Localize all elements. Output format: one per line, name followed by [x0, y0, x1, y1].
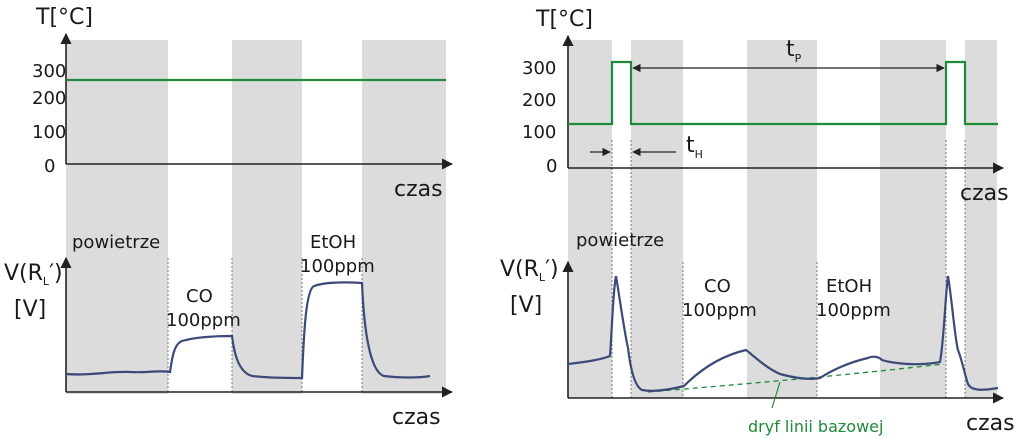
- left-signal-axis-unit: [V]: [14, 297, 46, 322]
- right-signal-axis-label: V(RL′): [500, 257, 559, 284]
- left-temp-axis-label: T[°C]: [35, 5, 93, 30]
- right-temp-tick-100: 100: [522, 122, 556, 143]
- right-phase-air: powietrze: [576, 230, 664, 251]
- left-signal-axis-label: V(RL′): [4, 261, 63, 288]
- right-temp-axis-label: T[°C]: [535, 7, 593, 32]
- left-phase-etoh-gas: EtOH: [310, 232, 356, 253]
- right-phase-co-conc: 100ppm: [682, 300, 757, 321]
- right-phase-etoh-gas: EtOH: [826, 276, 872, 297]
- right-band-1: [568, 40, 612, 398]
- drift-leader: [771, 381, 781, 409]
- left-temp-time-label: czas: [394, 177, 443, 202]
- right-temp-tick-300: 300: [522, 58, 556, 79]
- right-panel: T[°C] 300 200 100 0 czas tP tH V(RL′) [V…: [500, 7, 1015, 436]
- left-temp-tick-0: 0: [44, 156, 55, 177]
- left-signal-time-label: czas: [392, 405, 441, 430]
- right-phase-etoh-conc: 100ppm: [816, 300, 891, 321]
- left-temp-tick-300: 300: [32, 61, 66, 82]
- left-band-3: [362, 40, 446, 394]
- left-band-air: [66, 40, 168, 394]
- th-label: tH: [686, 133, 703, 161]
- left-temp-tick-200: 200: [32, 88, 66, 109]
- drift-label: dryf linii bazowej: [748, 417, 883, 436]
- right-band-4: [880, 40, 946, 398]
- right-temp-tick-200: 200: [522, 90, 556, 111]
- right-band-2: [631, 40, 683, 398]
- left-phase-co-conc: 100ppm: [166, 310, 241, 331]
- right-signal-axis-unit: [V]: [510, 293, 542, 318]
- right-band-5: [965, 40, 997, 398]
- left-phase-etoh-conc: 100ppm: [300, 256, 375, 277]
- right-temp-tick-0: 0: [546, 156, 557, 177]
- left-band-2: [232, 40, 302, 394]
- left-phase-co-gas: CO: [186, 286, 213, 307]
- right-temperature-line: [568, 60, 998, 126]
- right-phase-co-gas: CO: [704, 276, 731, 297]
- tp-label: tP: [786, 37, 802, 65]
- left-phase-air: powietrze: [72, 232, 160, 253]
- right-band-3: [747, 40, 817, 398]
- left-panel: T[°C] 300 200 100 0 czas V(RL′) [V] czas…: [4, 5, 454, 430]
- baseline-drift-line: [647, 363, 945, 393]
- right-signal-time-label: czas: [966, 411, 1015, 436]
- left-signal-curve: [65, 281, 431, 380]
- right-temp-time-label: czas: [960, 181, 1009, 206]
- right-signal-curve: [567, 275, 999, 392]
- left-temp-tick-100: 100: [32, 122, 66, 143]
